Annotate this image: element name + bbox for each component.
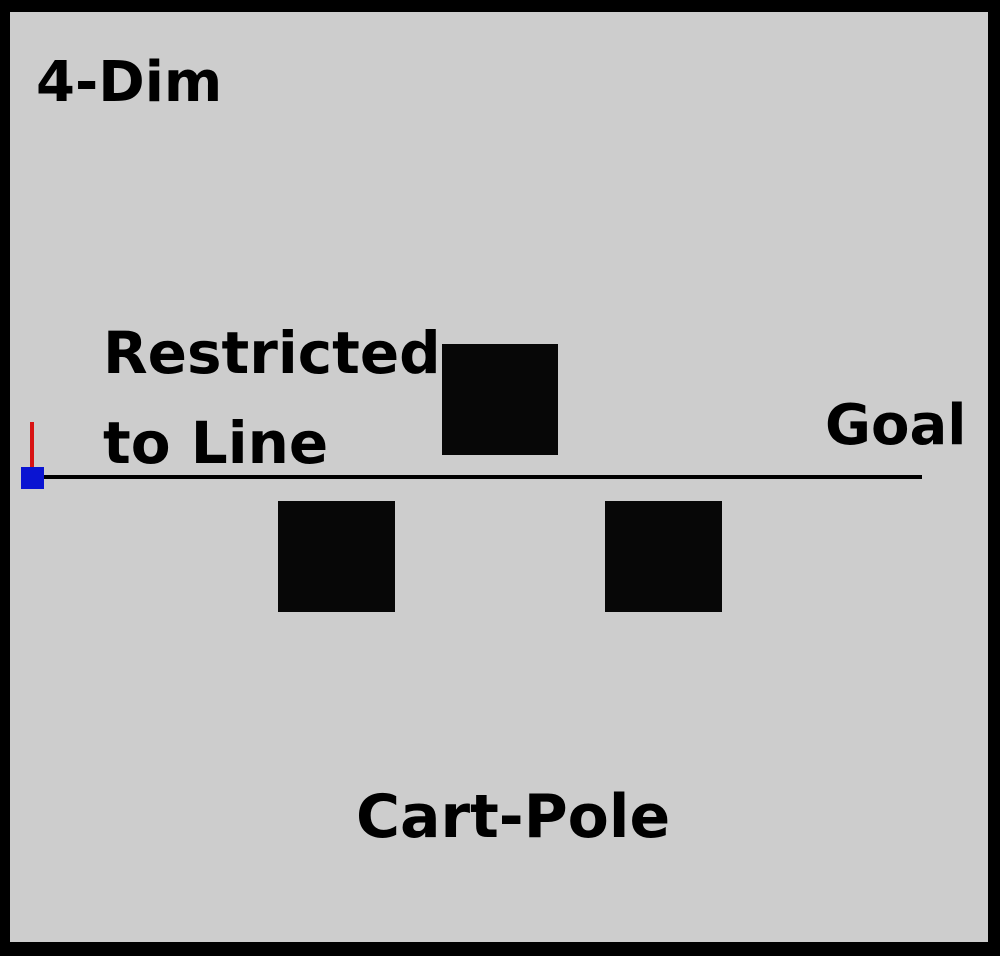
restriction-label: Restricted to Line — [103, 308, 441, 488]
obstacle-top — [442, 344, 558, 455]
goal-label: Goal — [825, 393, 967, 458]
track-line — [32, 475, 922, 479]
system-label: Cart-Pole — [356, 782, 671, 852]
restriction-label-line-2: to Line — [103, 409, 329, 477]
dimension-label: 4-Dim — [36, 50, 223, 115]
pole — [30, 422, 34, 468]
cart — [21, 467, 44, 489]
obstacle-bottom-left — [278, 501, 395, 612]
obstacle-bottom-right — [605, 501, 722, 612]
restriction-label-line-1: Restricted — [103, 319, 441, 387]
